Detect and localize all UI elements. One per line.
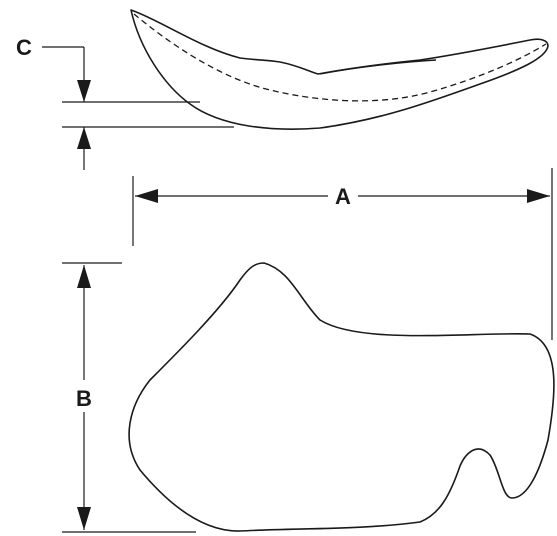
top-view-outline bbox=[128, 262, 555, 532]
side-view-centerline bbox=[133, 13, 547, 102]
top-view bbox=[128, 262, 555, 532]
dimension-c-arrow-up-icon bbox=[77, 127, 91, 149]
side-view bbox=[130, 9, 549, 130]
dimension-c: C bbox=[16, 35, 234, 170]
side-view-outline bbox=[130, 9, 549, 130]
dimension-b-arrow-up-icon bbox=[77, 265, 91, 288]
dimension-b-arrow-down-icon bbox=[77, 507, 91, 530]
dimension-b-label: B bbox=[76, 386, 92, 411]
side-view-inner-edge bbox=[319, 59, 437, 75]
dimension-b: B bbox=[62, 262, 196, 533]
dimension-a: A bbox=[132, 168, 553, 340]
dimension-a-arrow-left-icon bbox=[135, 189, 158, 203]
dimension-a-label: A bbox=[335, 184, 351, 209]
dimension-c-label: C bbox=[16, 35, 32, 60]
dimension-c-arrow-down-icon bbox=[77, 80, 91, 102]
dimension-a-arrow-right-icon bbox=[527, 189, 550, 203]
